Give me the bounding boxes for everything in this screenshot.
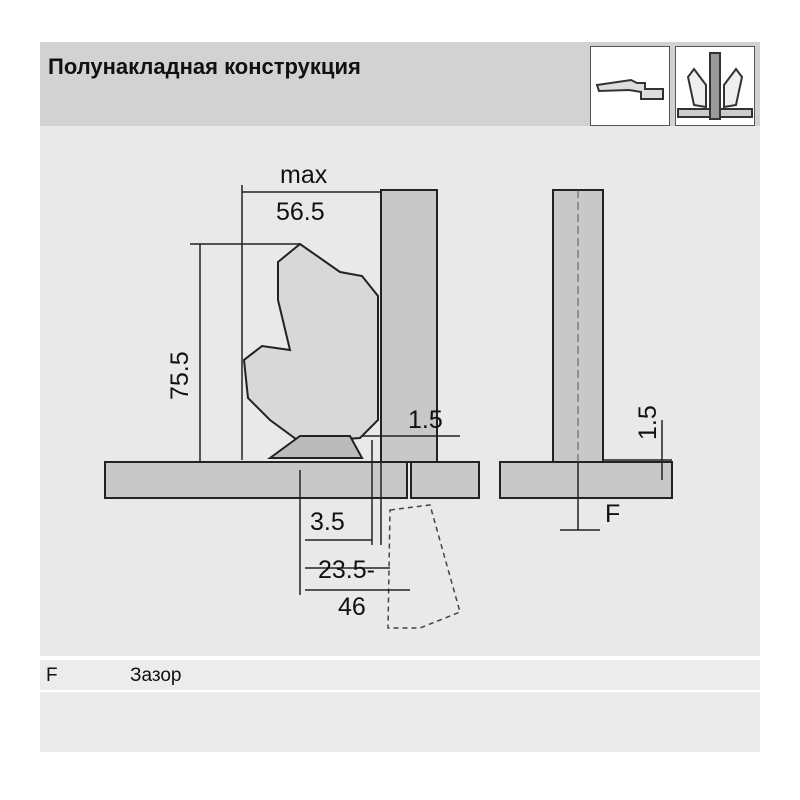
door-swing-outline (387, 504, 461, 629)
hinge-side-view-icon (590, 46, 670, 126)
legend-value: Зазор (130, 665, 182, 686)
dimension-46: 46 (338, 593, 366, 621)
gap-label: F (605, 500, 620, 528)
height-dimension: 75.5 (166, 351, 194, 400)
side-offset-dimension: 1.5 (634, 405, 662, 440)
dimension-23-5: 23.5- (318, 556, 375, 584)
dimension-3-5: 3.5 (310, 508, 345, 536)
max-label: max (280, 161, 328, 189)
base-panel-right (410, 461, 480, 499)
header-band: Полунакладная конструкция (40, 42, 760, 126)
offset-dimension: 1.5 (408, 406, 443, 434)
legend-row: F Зазор (40, 660, 760, 692)
hinge-front-view-icon (675, 46, 755, 126)
legend-key: F (46, 665, 58, 686)
width-dimension: 56.5 (276, 198, 325, 226)
page-title: Полунакладная конструкция (48, 54, 361, 79)
footer-area (40, 692, 760, 752)
hinge-diagram: max 56.5 75.5 1.5 3.5 23.5- 46 1.5 F (40, 126, 760, 656)
side-base-panel (499, 461, 673, 499)
hinge-plate (266, 435, 364, 459)
base-panel (104, 461, 408, 499)
door-panel (380, 189, 438, 463)
hinge-body (242, 242, 379, 444)
